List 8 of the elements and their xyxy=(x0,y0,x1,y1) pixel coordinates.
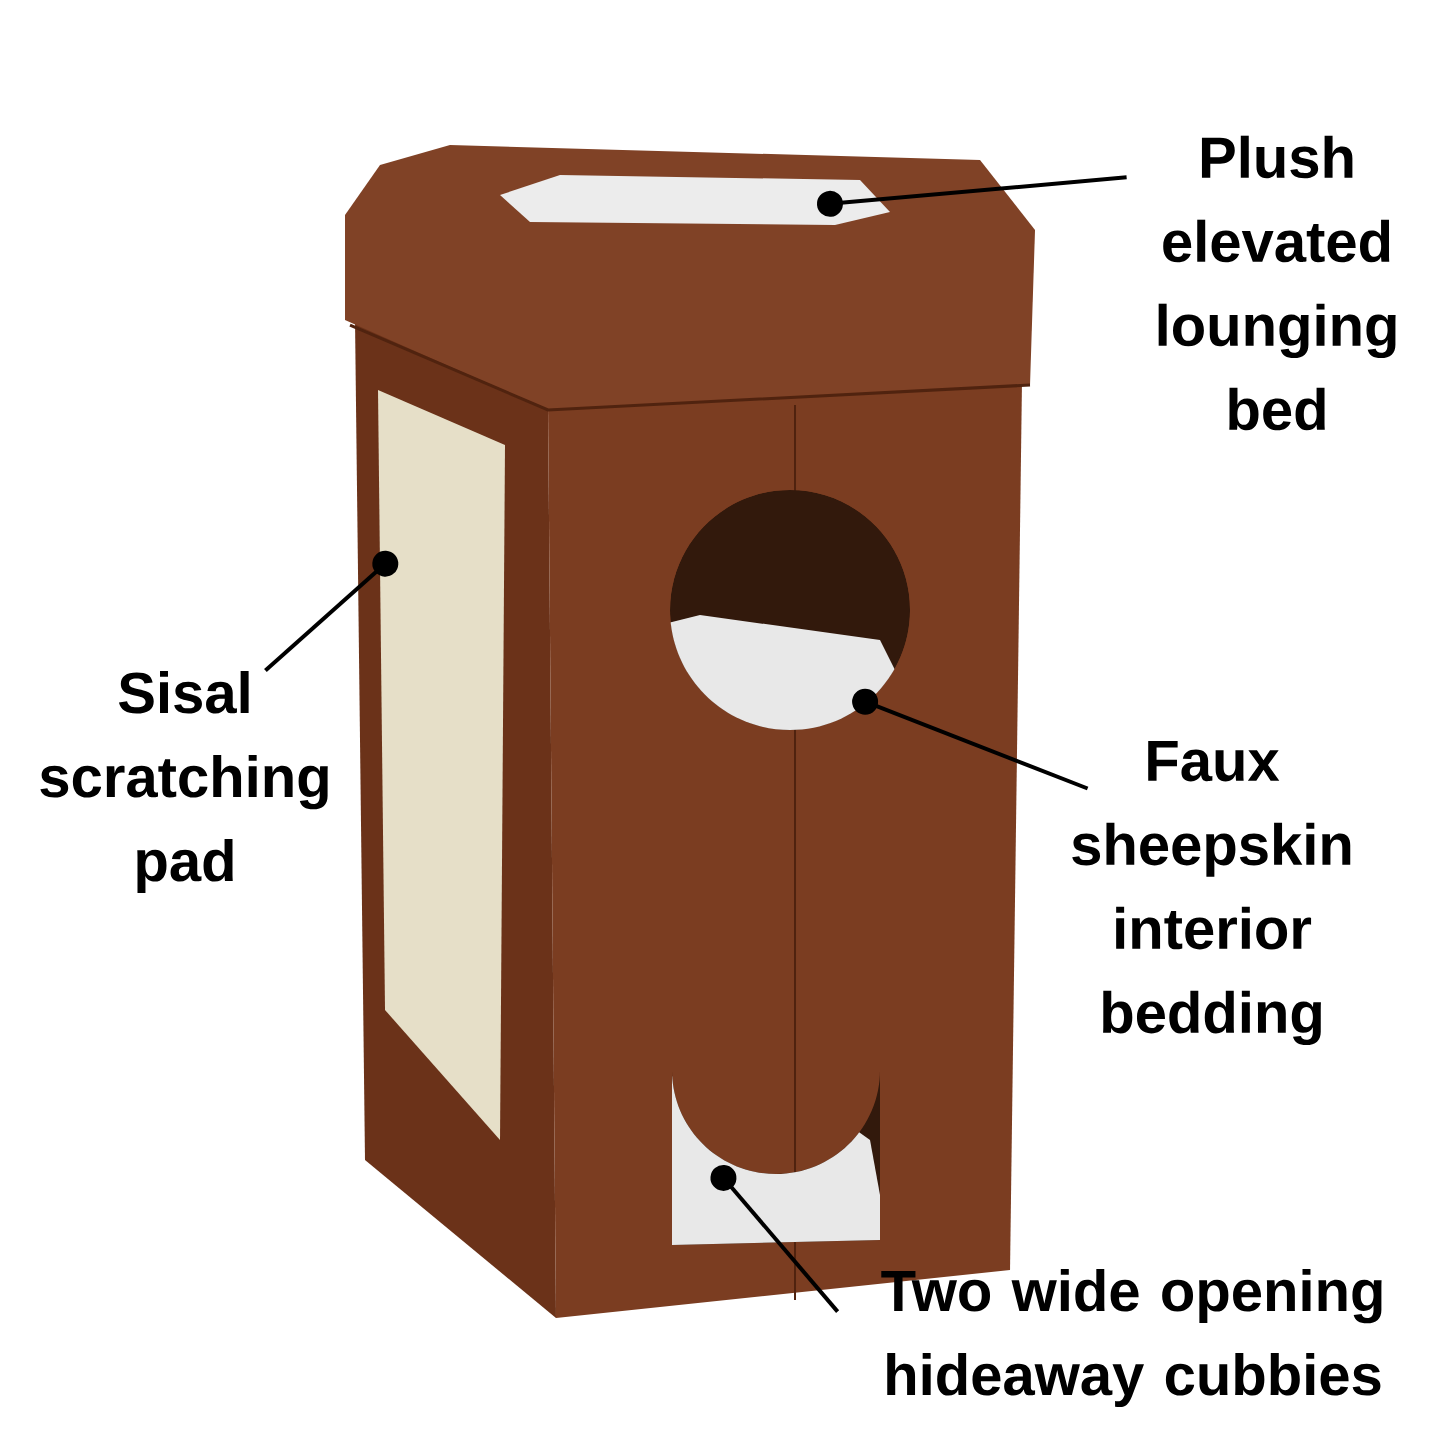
leader-line xyxy=(852,688,1089,791)
leader-line xyxy=(264,550,399,673)
callout-text: Two wide opening hideaway cubbies xyxy=(881,1269,1382,1408)
leader-line xyxy=(816,175,1127,217)
callout-text: Faux sheepskin interior bedding xyxy=(1072,740,1351,1046)
callout-text: Sisal scratching pad xyxy=(40,670,328,894)
callout-text: Plush elevated lounging bed xyxy=(1158,135,1396,431)
leader-line xyxy=(710,1164,840,1313)
